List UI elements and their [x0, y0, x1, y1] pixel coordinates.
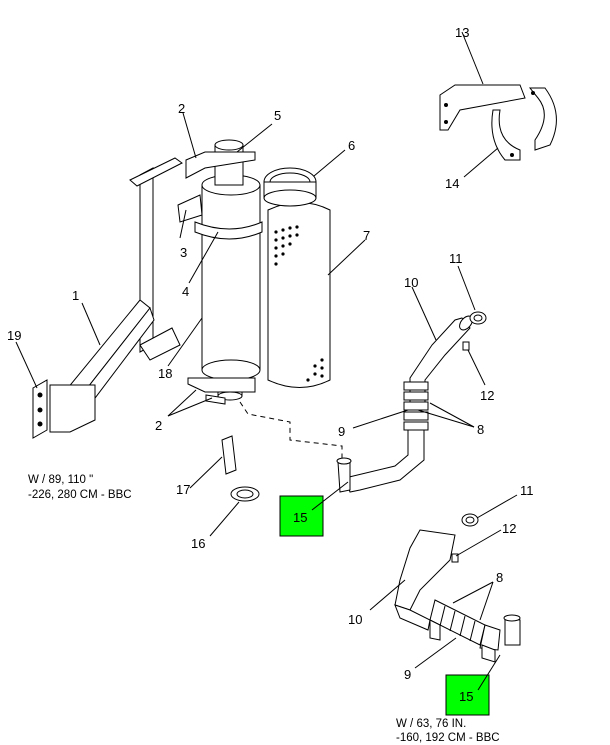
callout-12-upper: 12 — [480, 388, 494, 403]
heat-shield-part-7 — [267, 202, 331, 388]
callout-9-upper: 9 — [338, 424, 345, 439]
clamp-part-2-upper — [185, 151, 256, 179]
leader-lines — [15, 31, 518, 691]
note-lower-line-2: -160, 192 CM - BBC — [396, 732, 500, 744]
band-clamp-part-4 — [194, 221, 263, 240]
routing-dashed-line — [239, 401, 343, 458]
clamp-part-2-lower — [187, 377, 256, 405]
callout-3: 3 — [180, 245, 187, 260]
pipe-part-9-upper — [336, 429, 425, 493]
clamp-part-11-lower — [461, 513, 479, 527]
callout-1: 1 — [72, 288, 79, 303]
shield-clamp-part-6 — [263, 167, 317, 207]
callout-11-lower: 11 — [520, 483, 534, 498]
callout-5: 5 — [274, 108, 281, 123]
note-upper-line-2: -226, 280 CM - BBC — [28, 489, 132, 501]
callout-15-lower[interactable]: 15 — [459, 689, 473, 704]
mounting-bracket-part-1 — [49, 157, 183, 433]
callout-18: 18 — [158, 366, 172, 381]
callout-8-lower: 8 — [496, 570, 503, 585]
note-lower-line-1: W / 63, 76 IN. — [396, 718, 466, 730]
callout-9-lower: 9 — [404, 667, 411, 682]
strap-part-3 — [177, 194, 203, 223]
muffler-part-18 — [201, 139, 261, 401]
callout-10-upper: 10 — [404, 275, 418, 290]
bracket-part-13 — [439, 84, 526, 131]
strap-part-17 — [221, 435, 237, 475]
highlight-box-15-upper[interactable] — [279, 495, 324, 537]
band-part-14 — [491, 87, 557, 161]
coupling-part-8-lower — [429, 599, 486, 646]
bolt-part-12-upper — [462, 341, 470, 351]
callout-14: 14 — [445, 176, 459, 191]
callout-13: 13 — [455, 25, 469, 40]
clamp-part-11-upper — [469, 311, 487, 325]
pipe-part-9-lower — [479, 614, 521, 651]
callout-2-upper: 2 — [178, 101, 185, 116]
note-upper-line-1: W / 89, 110 " — [28, 474, 93, 486]
bolt-part-12-lower — [451, 553, 459, 563]
base-plate-part-19 — [32, 379, 48, 439]
callout-6: 6 — [348, 138, 355, 153]
callout-17: 17 — [176, 482, 190, 497]
callout-8-upper: 8 — [477, 422, 484, 437]
callout-19: 19 — [7, 328, 21, 343]
callout-2-lower: 2 — [155, 418, 162, 433]
callout-7: 7 — [363, 228, 370, 243]
exhaust-pipe-part-10-lower — [394, 529, 456, 631]
callout-15-upper[interactable]: 15 — [293, 510, 307, 525]
callout-16: 16 — [191, 536, 205, 551]
coupling-part-8-upper — [403, 381, 429, 431]
callout-11-upper: 11 — [449, 251, 463, 266]
highlight-box-15-lower[interactable] — [445, 674, 490, 716]
bracket-part-lower — [429, 619, 496, 663]
callout-10-lower: 10 — [348, 612, 362, 627]
clamp-part-16 — [230, 486, 260, 502]
callout-12-lower: 12 — [502, 521, 516, 536]
callout-4: 4 — [182, 284, 189, 299]
